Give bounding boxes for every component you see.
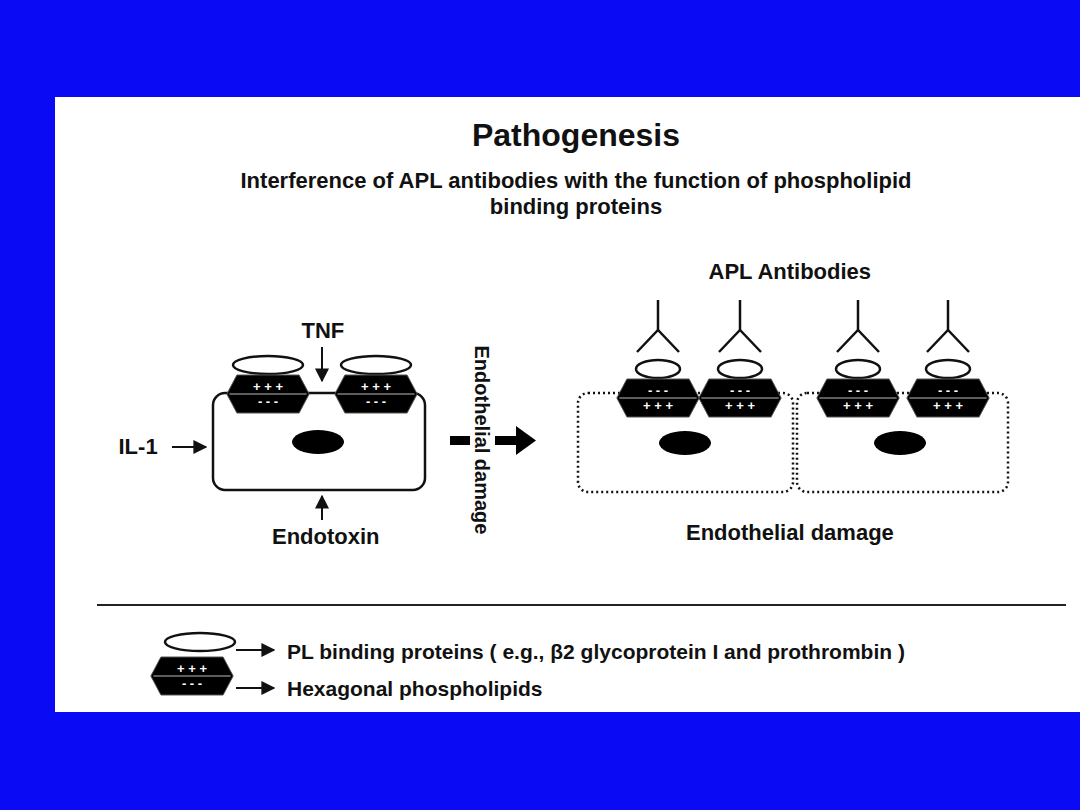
subtitle: Interference of APL antibodies with the …: [236, 168, 916, 221]
charge-sign: + + +: [933, 398, 963, 413]
cell-nucleus: [659, 431, 711, 455]
legend-text: Hexagonal phospholipids: [287, 676, 543, 701]
binding-protein: [836, 360, 880, 378]
binding-protein: [233, 356, 303, 374]
binding-protein: [718, 360, 762, 378]
cell-nucleus: [874, 431, 926, 455]
charge-sign: - - -: [648, 383, 668, 398]
antibody-stem: [657, 300, 660, 330]
phospholipid-hexagon: + + +- - -: [334, 374, 418, 414]
pointer-arrow: [172, 446, 206, 448]
charge-sign: + + +: [643, 398, 673, 413]
charge-sign: + + +: [253, 379, 283, 394]
pointer-arrow: [321, 496, 323, 520]
antibody-arms: [837, 330, 879, 352]
binding-protein: [341, 356, 411, 374]
antibody-stem: [857, 300, 860, 330]
figure-label: TNF: [302, 318, 345, 344]
phospholipid-hexagon: - - -+ + +: [616, 378, 700, 418]
antibody-group: [637, 300, 969, 352]
charge-sign: + + +: [843, 398, 873, 413]
charge-sign: + + +: [725, 398, 755, 413]
antibody-stem: [947, 300, 950, 330]
divider-line: [97, 604, 1066, 606]
legend-protein-sample: [165, 633, 235, 651]
antibody-stem: [739, 300, 742, 330]
figure-label: APL Antibodies: [709, 259, 872, 285]
charge-sign: - - -: [938, 383, 958, 398]
legend-phospholipid-sample: + + +- - -: [150, 656, 234, 696]
figure-label: IL-1: [119, 434, 158, 460]
pointer-arrow: [236, 649, 274, 651]
charge-sign: + + +: [177, 661, 207, 676]
antibody-arms: [927, 330, 969, 352]
pointer-arrow: [321, 347, 323, 381]
legend-text: PL binding proteins ( e.g., β2 glycoprot…: [287, 639, 905, 664]
phospholipid-hexagon: - - -+ + +: [698, 378, 782, 418]
binding-protein: [636, 360, 680, 378]
antibody-arms: [719, 330, 761, 352]
white-panel: [55, 97, 1080, 712]
arrow-head: [516, 426, 536, 455]
phospholipid-hexagon: - - -+ + +: [906, 378, 990, 418]
charge-sign: - - -: [366, 394, 386, 409]
phospholipid-hexagon: - - -+ + +: [816, 378, 900, 418]
charge-sign: + + +: [361, 379, 391, 394]
phospholipid-hexagon: + + +- - -: [226, 374, 310, 414]
arrow-label: Endothelial damage: [470, 346, 494, 535]
charge-sign: - - -: [182, 676, 202, 691]
pointer-arrow: [236, 687, 274, 689]
arrow-shaft: [495, 436, 519, 445]
charge-sign: - - -: [730, 383, 750, 398]
figure-label: Endothelial damage: [686, 520, 894, 546]
charge-sign: - - -: [258, 394, 278, 409]
cell-nucleus: [292, 430, 344, 454]
binding-protein: [926, 360, 970, 378]
charge-sign: - - -: [848, 383, 868, 398]
figure-label: Endotoxin: [272, 524, 380, 550]
arrow-bar: [450, 436, 470, 445]
antibody-arms: [637, 330, 679, 352]
slide-title: Pathogenesis: [472, 116, 680, 154]
